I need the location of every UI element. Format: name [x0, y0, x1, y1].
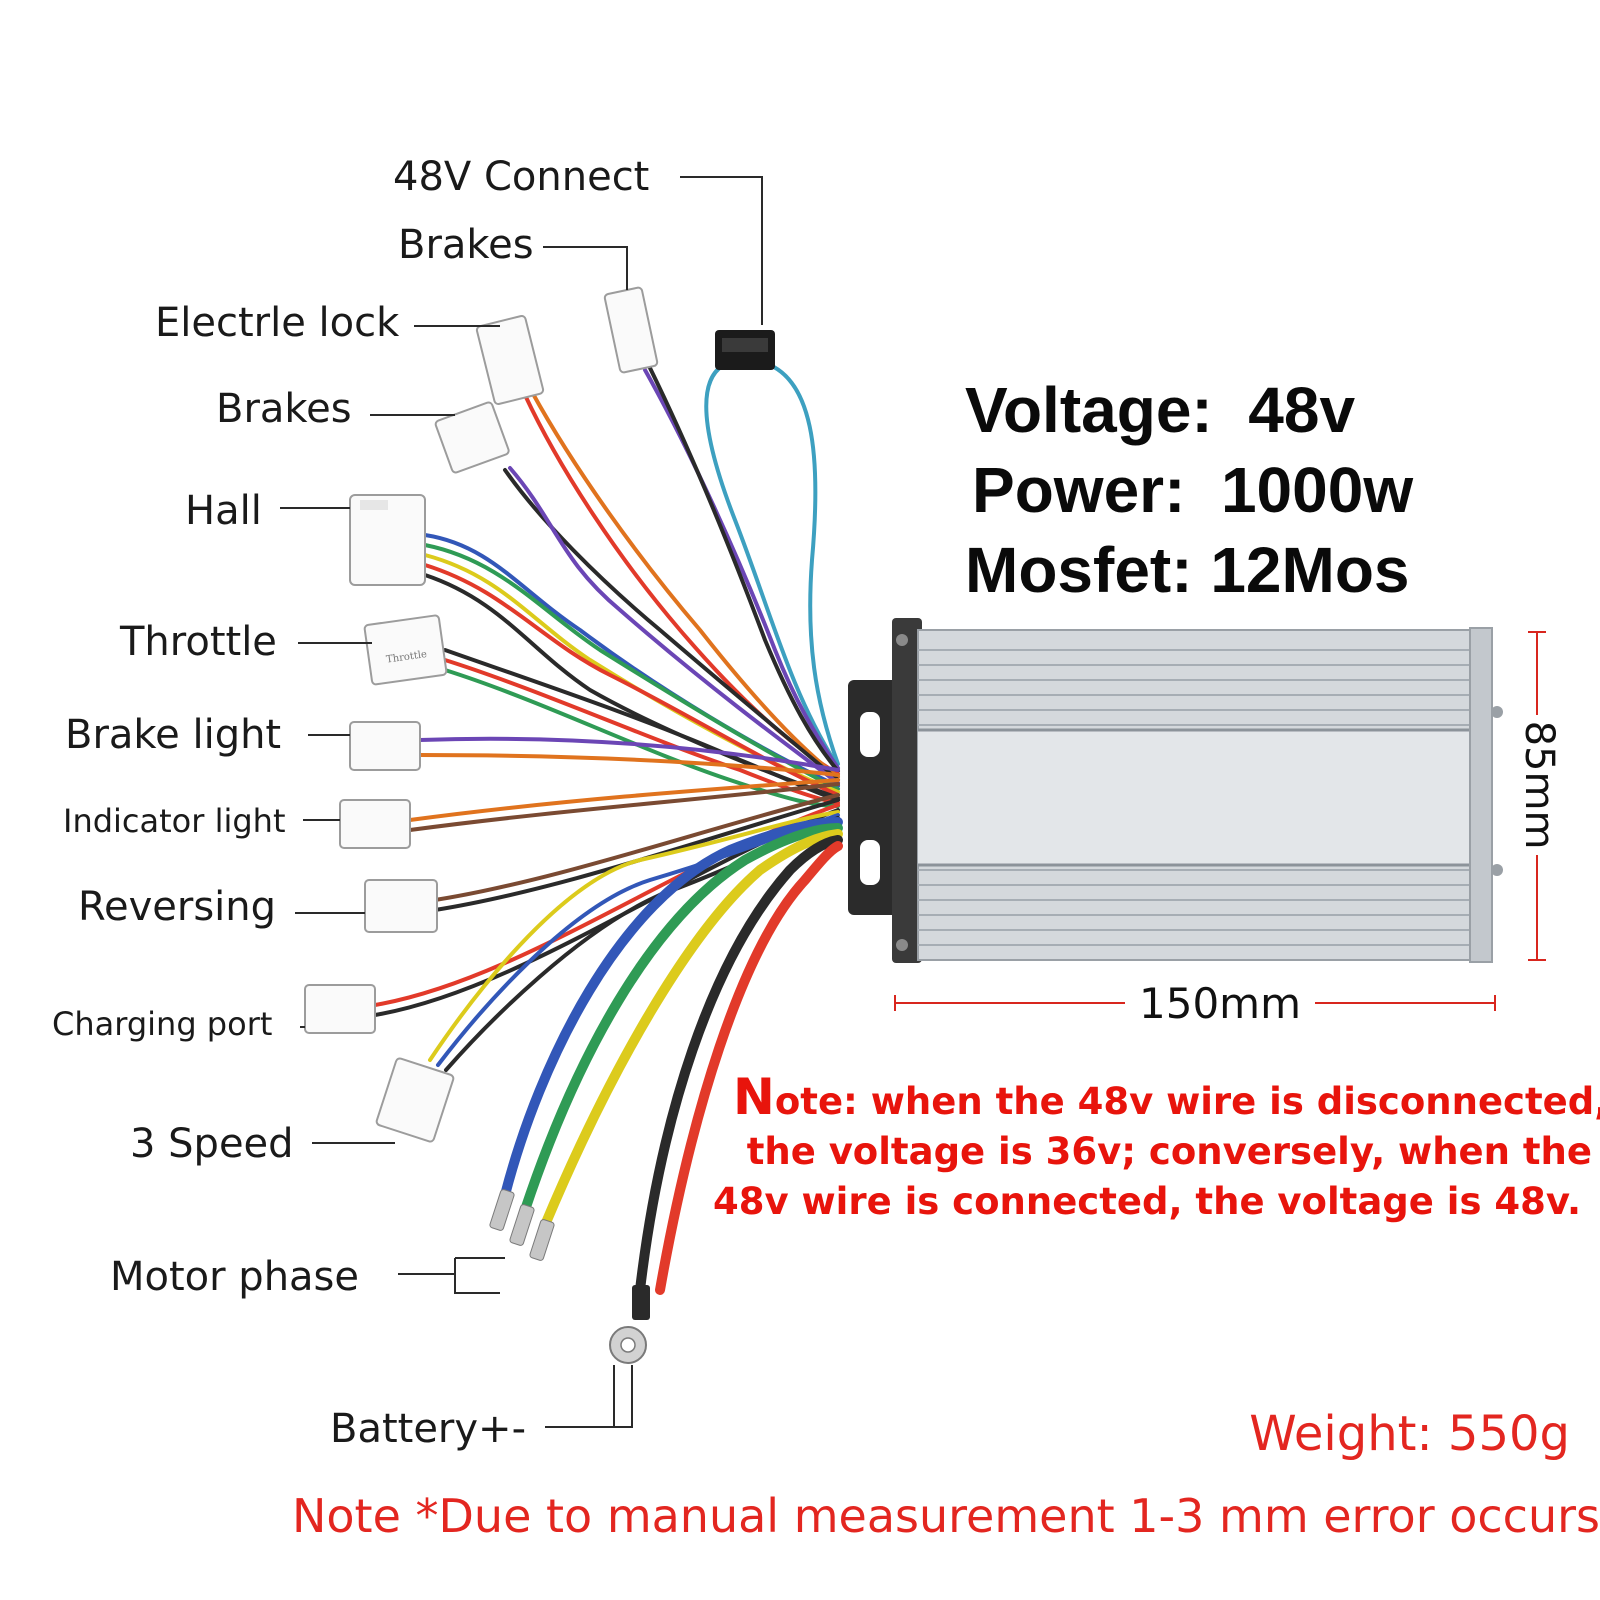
connector-brakes-top — [603, 286, 659, 374]
connector-electric-lock — [475, 314, 545, 406]
battery-ring-terminal — [609, 1285, 650, 1364]
connector-throttle: Throttle — [363, 614, 448, 686]
dimension-height-label: 85mm — [1516, 721, 1562, 850]
wire-bundle — [373, 358, 843, 1295]
note-line-2: the voltage is 36v; conversely, when the — [747, 1130, 1592, 1173]
label-48v-connect: 48V Connect — [393, 154, 649, 200]
note-first-letter: N — [733, 1068, 775, 1126]
voltage-note: Note: when the 48v wire is disconnected,… — [713, 1068, 1600, 1223]
spec-block: Voltage: 48v Power: 1000w Mosfet: 12Mos — [965, 374, 1413, 606]
measurement-footnote: Note *Due to manual measurement 1-3 mm e… — [292, 1489, 1600, 1543]
label-charging-port: Charging port — [52, 1005, 272, 1043]
connector-reversing — [364, 879, 438, 933]
leader-lines — [280, 176, 763, 1428]
connectors: Throttle — [304, 286, 775, 1364]
connector-indicator-light — [339, 799, 411, 849]
note-line-1: ote: when the 48v wire is disconnected, — [775, 1080, 1600, 1123]
svg-text:Note: when the 48v wire is dis: Note: when the 48v wire is disconnected, — [733, 1068, 1600, 1126]
label-brakes-top: Brakes — [398, 222, 534, 268]
motor-phase-terminals — [489, 1189, 555, 1261]
label-battery: Battery+- — [330, 1406, 526, 1452]
label-indicator-light: Indicator light — [63, 802, 286, 840]
spec-voltage: Voltage: 48v — [965, 374, 1355, 446]
label-brakes: Brakes — [216, 386, 352, 432]
connector-3speed — [375, 1057, 455, 1143]
connector-brakes — [434, 401, 510, 474]
label-3-speed: 3 Speed — [130, 1121, 294, 1167]
spec-mosfet: Mosfet: 12Mos — [965, 534, 1410, 606]
connector-hall — [349, 494, 426, 586]
dimension-height: 85mm — [1516, 631, 1562, 961]
connector-48v — [715, 330, 775, 370]
controller-housing — [848, 618, 1503, 963]
connector-brake-light — [349, 721, 421, 771]
label-hall: Hall — [185, 488, 262, 534]
wire-labels: 48V Connect Brakes Electrle lock Brakes … — [52, 154, 649, 1452]
connector-charging-port — [304, 984, 376, 1034]
spec-power: Power: 1000w — [972, 454, 1413, 526]
label-throttle: Throttle — [119, 619, 277, 665]
weight-label: Weight: 550g — [1249, 1406, 1570, 1462]
dimension-width: 150mm — [894, 979, 1496, 1028]
label-electric-lock: Electrle lock — [155, 300, 400, 346]
label-reversing: Reversing — [78, 884, 276, 930]
label-brake-light: Brake light — [65, 712, 281, 758]
label-motor-phase: Motor phase — [110, 1254, 359, 1300]
dimension-width-label: 150mm — [1139, 979, 1301, 1028]
note-line-3: 48v wire is connected, the voltage is 48… — [713, 1180, 1581, 1223]
